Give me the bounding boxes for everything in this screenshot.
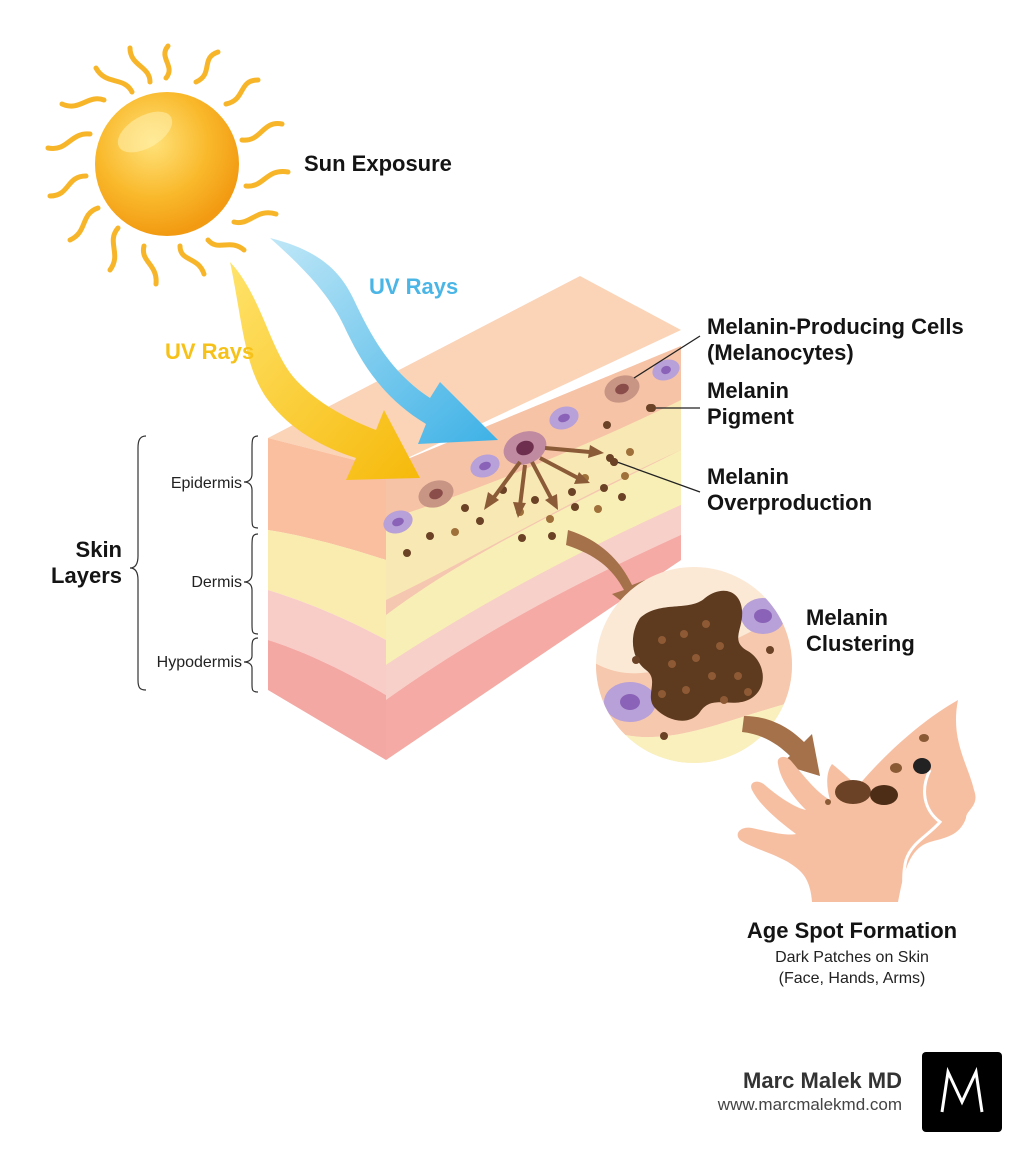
label-pigment-line2: Pigment — [707, 404, 794, 429]
sun-icon — [45, 43, 291, 287]
front-dermis-lower — [268, 590, 386, 695]
label-overproduction-line1: Melanin — [707, 464, 789, 489]
label-melanocytes-line2: (Melanocytes) — [707, 340, 854, 365]
layer-braces — [129, 435, 259, 693]
label-clustering-line1: Melanin — [806, 605, 888, 630]
brace-hypodermis — [243, 637, 259, 693]
age-spot — [919, 734, 929, 742]
skin-block-top — [268, 276, 681, 468]
label-skin-layers-line2: Layers — [51, 563, 122, 588]
brand-url[interactable]: www.marcmalekmd.com — [717, 1095, 902, 1114]
age-spot — [870, 785, 898, 805]
label-pigment-line1: Melanin — [707, 378, 789, 403]
age-spot — [890, 763, 902, 773]
footer-branding: Marc Malek MD www.marcmalekmd.com — [718, 1052, 1002, 1132]
uv-arrow-yellow — [230, 262, 420, 480]
leader-overproduction — [616, 461, 701, 493]
footer-text: Marc Malek MD www.marcmalekmd.com — [718, 1068, 902, 1116]
hand-face-icon — [737, 700, 976, 903]
burst-arrows — [484, 445, 604, 518]
label-dermis: Dermis — [191, 574, 242, 591]
label-uv-rays-yellow: UV Rays — [165, 339, 254, 364]
brand-logo — [922, 1052, 1002, 1132]
brace-skin-layers — [129, 435, 147, 691]
label-skin-layers-line1: Skin — [76, 537, 122, 562]
melanin-dots — [403, 404, 654, 557]
zoom-circle — [596, 567, 792, 763]
label-age-spot-title: Age Spot Formation — [747, 918, 957, 943]
brace-dermis — [243, 533, 259, 635]
uv-arrow-blue — [270, 238, 498, 444]
brace-epidermis — [243, 435, 259, 529]
arrow-to-zoom — [566, 530, 645, 615]
leader-melanocytes — [633, 335, 701, 379]
age-spot — [835, 780, 871, 804]
brand-name: Marc Malek MD — [743, 1068, 902, 1093]
side-hypodermis — [386, 535, 681, 760]
label-epidermis: Epidermis — [171, 475, 242, 492]
m-logo-icon — [940, 1066, 984, 1113]
age-spot — [913, 758, 931, 774]
label-uv-rays-blue: UV Rays — [369, 274, 458, 299]
leader-lines — [616, 335, 701, 493]
label-overproduction-line2: Overproduction — [707, 490, 872, 515]
front-dermis — [268, 530, 386, 640]
melanocytes — [383, 359, 680, 534]
label-sun-exposure: Sun Exposure — [304, 151, 452, 176]
arrow-to-hand — [742, 716, 820, 776]
label-clustering-line2: Clustering — [806, 631, 915, 656]
label-age-spot-sub2: (Face, Hands, Arms) — [779, 970, 926, 987]
label-hypodermis: Hypodermis — [157, 654, 242, 671]
side-dermis — [386, 450, 681, 665]
front-hypodermis — [268, 640, 386, 760]
label-melanocytes-line1: Melanin-Producing Cells — [707, 314, 964, 339]
label-age-spot-sub1: Dark Patches on Skin — [775, 949, 929, 966]
